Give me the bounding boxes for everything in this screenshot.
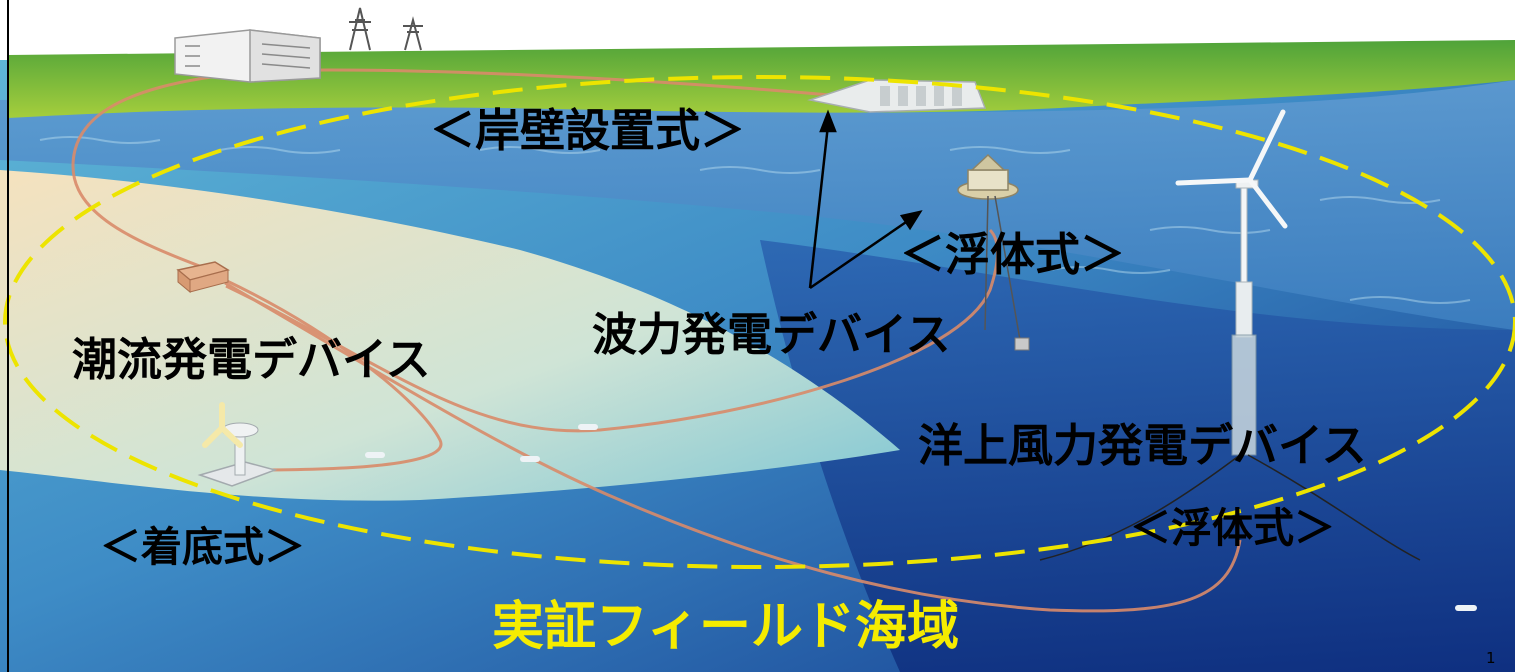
buoy-icon — [957, 153, 1030, 351]
far-sea — [0, 80, 1515, 330]
label-tidal-device: 潮流発電デバイス — [72, 333, 431, 386]
wind-turbine-icon — [1039, 109, 1421, 561]
page-number: 1 — [1486, 649, 1496, 667]
cable-buoys — [365, 424, 1477, 611]
label-test-field: 実証フィールド海域 — [492, 597, 959, 657]
power-tower-icon — [349, 7, 423, 51]
label-wave-device: 波力発電デバイス — [592, 308, 951, 361]
wave-device-pointer-arrows — [808, 109, 923, 290]
junction-box-icon — [176, 261, 230, 294]
label-quay-type: ＜岸壁設置式＞ — [430, 104, 746, 157]
wave-streaks — [39, 136, 1471, 304]
breakwater-icon — [807, 79, 987, 113]
label-floating-type-wind: ＜浮体式＞ — [1130, 504, 1335, 552]
building-icon — [174, 29, 321, 83]
seabed-cables — [71, 68, 1242, 613]
label-bottom-mounted-type: ＜着底式＞ — [100, 523, 305, 571]
tidal-turbine-icon — [197, 402, 278, 487]
test-field-outline — [3, 75, 1515, 569]
deep-water — [760, 240, 1515, 672]
label-offshore-wind-device: 洋上風力発電デバイス — [918, 419, 1367, 472]
label-floating-type-wave: ＜浮体式＞ — [900, 228, 1126, 281]
